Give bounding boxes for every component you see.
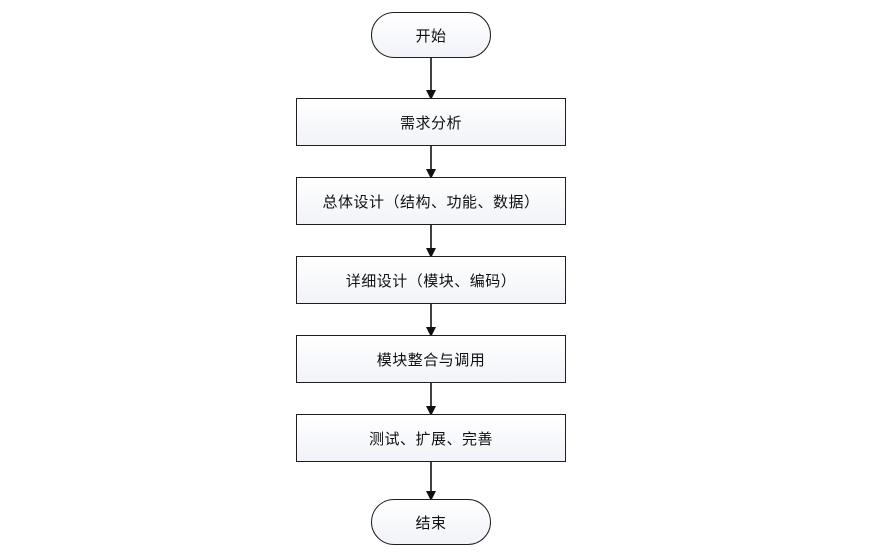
step-detailed-design: 详细设计（模块、编码） <box>296 256 566 304</box>
start-node: 开始 <box>371 12 491 58</box>
step-testing-extension: 测试、扩展、完善 <box>296 414 566 462</box>
step-module-integration: 模块整合与调用 <box>296 335 566 383</box>
step-requirement-analysis: 需求分析 <box>296 98 566 146</box>
step-overall-design: 总体设计（结构、功能、数据） <box>296 177 566 225</box>
end-node: 结束 <box>371 499 491 545</box>
